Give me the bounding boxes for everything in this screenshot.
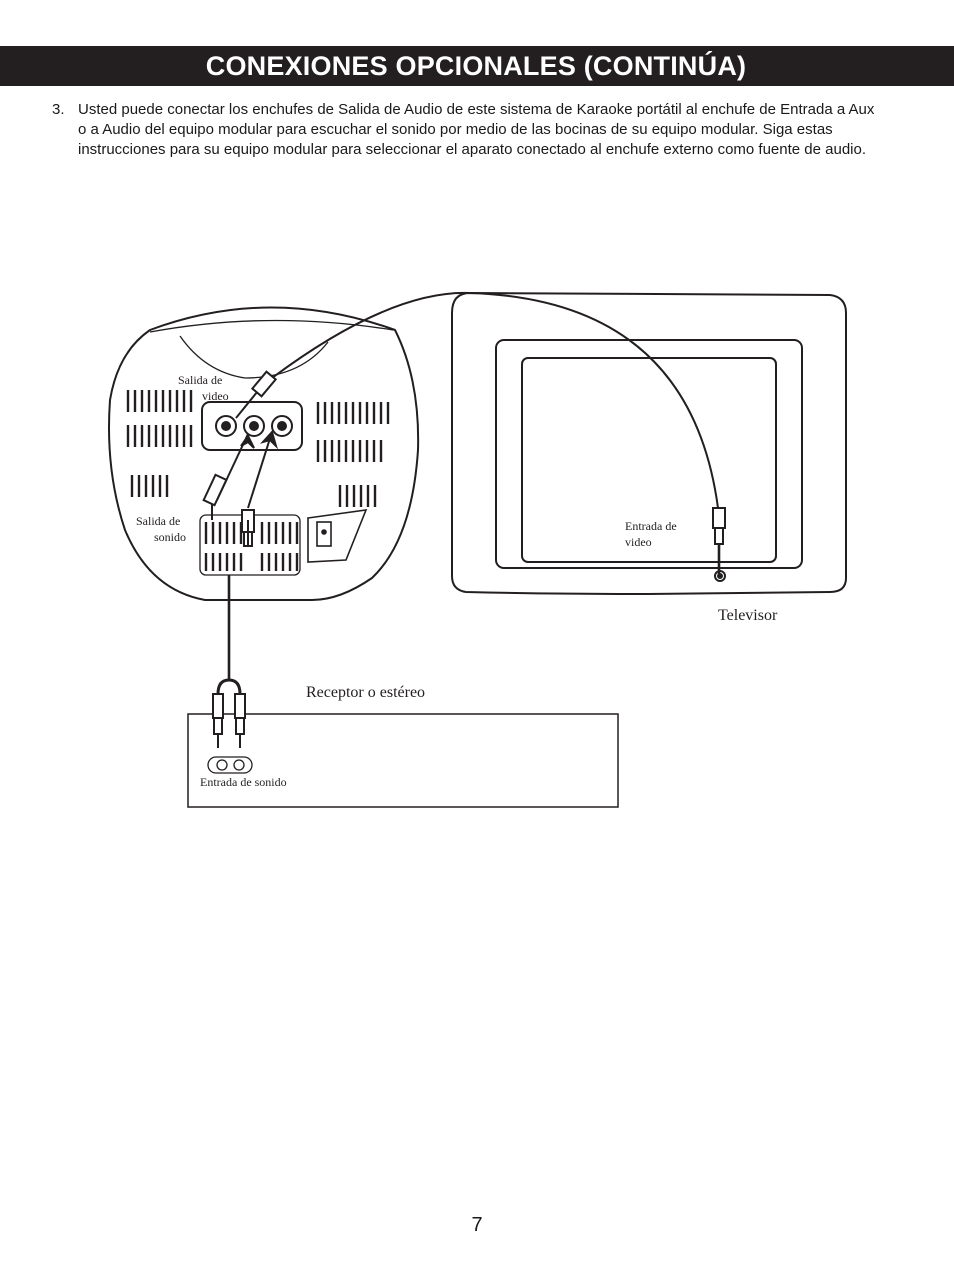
instruction-step: 3. Usted puede conectar los enchufes de … <box>52 100 882 160</box>
vent-grille-bottom <box>204 522 299 571</box>
receiver-label: Receptor o estéreo <box>306 684 425 701</box>
video-in-label: Entrada de <box>625 519 677 533</box>
audio-in-label: Entrada de sonido <box>200 775 287 789</box>
step-number: 3. <box>52 101 65 118</box>
audio-cable <box>202 429 279 748</box>
rca-jacks <box>215 415 293 437</box>
video-out-label-2: video <box>202 389 229 403</box>
vent-grille-left <box>126 390 193 497</box>
receiver <box>187 713 619 808</box>
video-out-label: Salida de <box>178 373 222 387</box>
vent-grille-right <box>316 402 390 507</box>
video-in-label-2: video <box>625 535 652 549</box>
step-text: Usted puede conectar los enchufes de Sal… <box>78 101 875 158</box>
tv-label: Televisor <box>718 607 778 624</box>
television <box>451 291 847 596</box>
page-title: CONEXIONES OPCIONALES (CONTINÚA) <box>205 50 747 81</box>
karaoke-unit <box>108 306 420 601</box>
video-cable <box>235 291 726 574</box>
audio-out-label-2: sonido <box>154 530 186 544</box>
page-number: 7 <box>471 1214 483 1236</box>
power-jack <box>307 509 368 563</box>
title-bar: CONEXIONES OPCIONALES (CONTINÚA) <box>0 46 954 86</box>
audio-out-label: Salida de <box>136 514 180 528</box>
